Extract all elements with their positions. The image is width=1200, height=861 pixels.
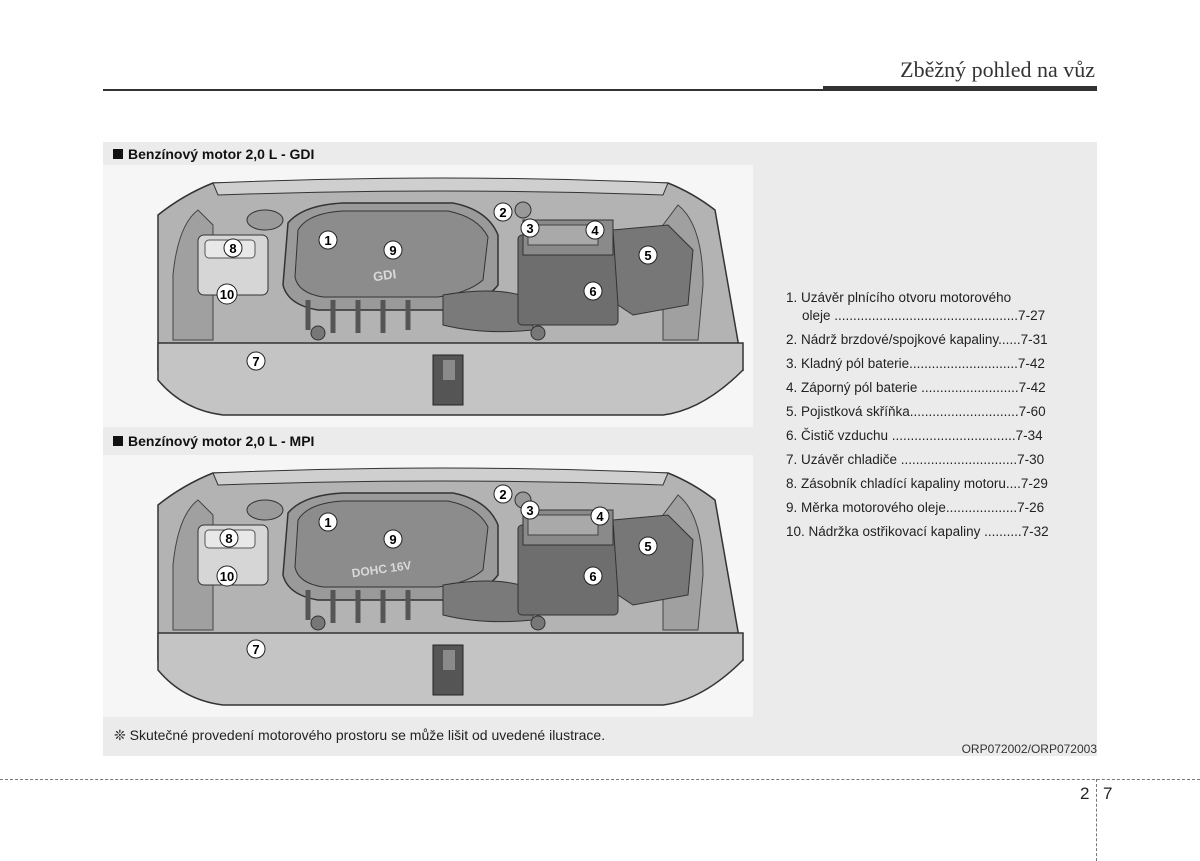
callout-4: 4 (591, 223, 599, 238)
footer-dashed-divider (1096, 779, 1097, 861)
callout-6: 6 (589, 284, 596, 299)
list-item: 2. Nádrž brzdové/spojkové kapaliny......… (786, 332, 1048, 347)
component-list: 1. Uzávěr plnícího otvoru motorového ole… (786, 289, 1086, 547)
callout-2: 2 (499, 205, 506, 220)
callout-1: 1 (324, 233, 331, 248)
callout-8: 8 (229, 241, 236, 256)
callout-9: 9 (389, 243, 396, 258)
callout-7: 7 (252, 354, 259, 369)
list-item: 3. Kladný pól baterie...................… (786, 356, 1045, 371)
callout-9: 9 (389, 532, 396, 547)
callout-5: 5 (644, 248, 651, 263)
callout-10: 10 (220, 569, 234, 584)
section-title-text: Benzínový motor 2,0 L - MPI (128, 433, 315, 449)
list-item: 4. Záporný pól baterie .................… (786, 380, 1046, 395)
callout-4: 4 (596, 509, 604, 524)
callout-1: 1 (324, 515, 331, 530)
engine-cover-badge: GDI (372, 266, 397, 284)
engine-illustration-mpi: DOHC 16V 1 2 3 4 5 6 7 8 9 10 (103, 455, 753, 717)
list-item-text: 1. Uzávěr plnícího otvoru motorového (786, 290, 1012, 305)
section-title-mpi: Benzínový motor 2,0 L - MPI (113, 433, 314, 449)
list-item: 9. Měrka motorového oleje...............… (786, 500, 1045, 515)
callout-10: 10 (220, 287, 234, 302)
page-chapter-number: 2 (1080, 784, 1090, 803)
callout-5: 5 (644, 539, 651, 554)
page-header-title: Zběžný pohled na vůz (900, 57, 1095, 82)
list-item: 7. Uzávěr chladiče .....................… (786, 452, 1045, 467)
callout-8: 8 (225, 531, 232, 546)
engine-bay-drawing: GDI 1 2 3 4 5 6 7 8 9 10 (157, 177, 744, 416)
list-item-text-continued: oleje ..................................… (802, 308, 1046, 323)
callout-6: 6 (589, 569, 596, 584)
engine-illustration-gdi: GDI 1 2 3 4 5 6 7 8 9 10 (103, 165, 753, 427)
callout-3: 3 (526, 503, 533, 518)
list-item: 10. Nádržka ostřikovací kapaliny .......… (786, 524, 1049, 539)
engine-bay-drawing: DOHC 16V 1 2 3 4 5 6 7 8 9 10 (157, 467, 744, 706)
illustration-code: ORP072002/ORP072003 (961, 742, 1097, 756)
list-item: 5. Pojistková skříňka...................… (786, 404, 1046, 419)
bullet-square-icon (113, 436, 123, 446)
list-item: 8. Zásobník chladící kapaliny motoru....… (786, 476, 1048, 491)
header-rule (103, 89, 823, 91)
callout-7: 7 (252, 642, 259, 657)
section-title-gdi: Benzínový motor 2,0 L - GDI (113, 146, 314, 162)
page-number: 7 (1103, 784, 1113, 803)
bullet-square-icon (113, 149, 123, 159)
footnote: ❊ Skutečné provedení motorového prostoru… (114, 727, 606, 743)
footer-dashed-rule (0, 779, 1200, 780)
callout-3: 3 (526, 221, 533, 236)
list-item: 6. Čistič vzduchu ......................… (786, 428, 1043, 443)
list-item: 1. Uzávěr plnícího otvoru motorového ole… (786, 289, 1086, 331)
section-title-text: Benzínový motor 2,0 L - GDI (128, 146, 315, 162)
header-rule-accent (823, 86, 1097, 91)
callout-2: 2 (499, 487, 506, 502)
